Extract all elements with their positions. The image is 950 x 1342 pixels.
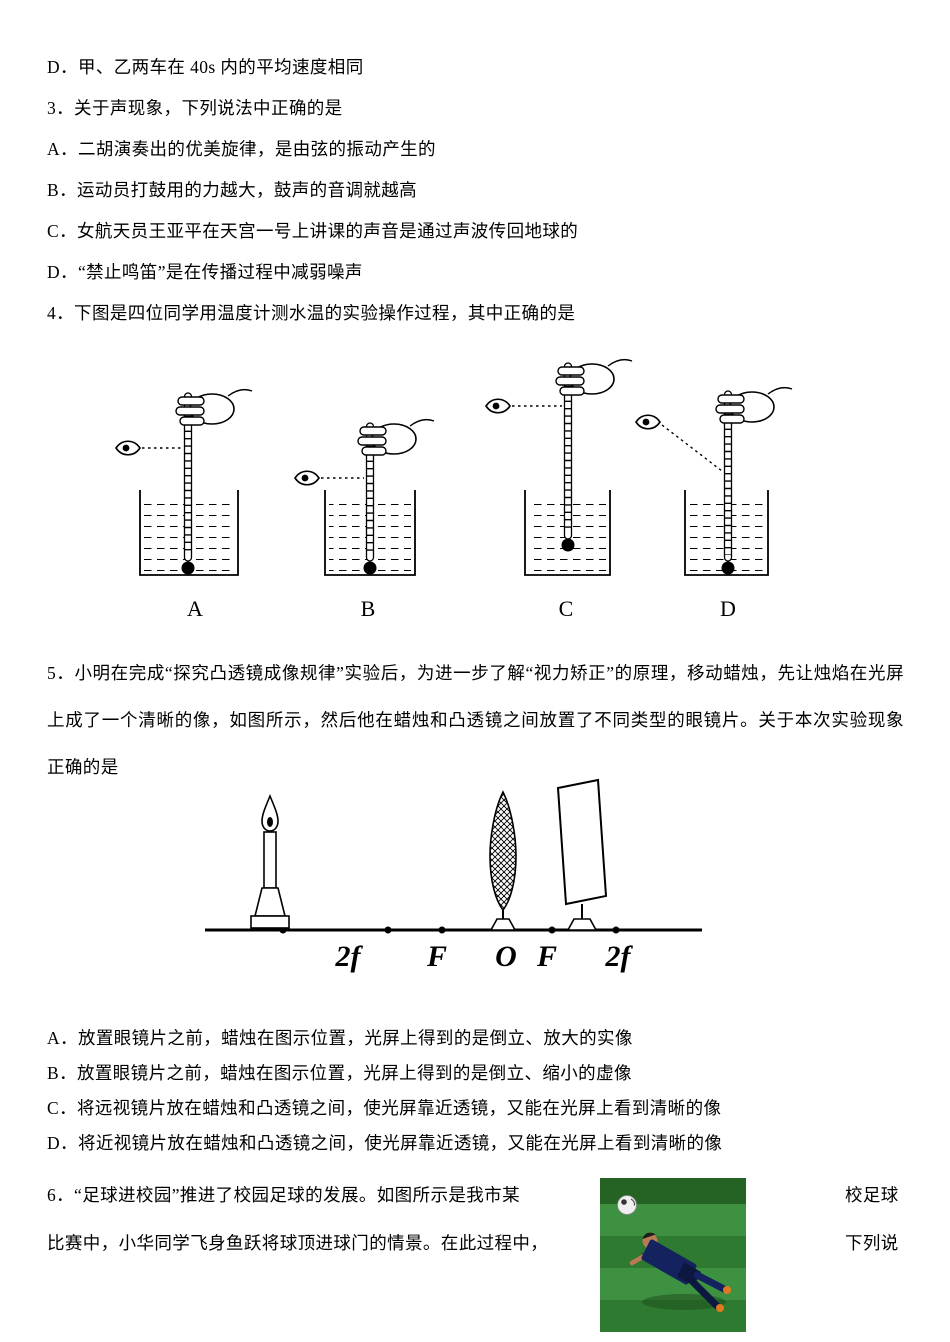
question5-option-c: C．将远视镜片放在蜡烛和凸透镜之间，使光屏靠近透镜，又能在光屏上看到清晰的像 — [47, 1098, 722, 1118]
player-leg — [689, 1278, 721, 1310]
soccer-ball-icon — [617, 1195, 637, 1215]
figure4-label-c: C — [558, 596, 574, 621]
thermometer-diagram-d — [635, 386, 793, 576]
question4-stem: 4．下图是四位同学用温度计测水温的实验操作过程，其中正确的是 — [47, 303, 576, 323]
thermometer-bulb — [561, 538, 575, 552]
player-leg — [693, 1271, 728, 1293]
question6-line2-left: 比赛中，小华同学飞身鱼跃将球顶进球门的情景。在此过程中， — [47, 1233, 549, 1253]
question2-option-d: D．甲、乙两车在 40s 内的平均速度相同 — [47, 57, 364, 77]
thermometer-bulb — [181, 561, 195, 575]
question5-stem: 5．小明在完成“探究凸透镜成像规律”实验后，为进一步了解“视力矫正”的原理，移动… — [47, 663, 904, 777]
thermometer-icon — [365, 422, 375, 562]
optical-bench-figure — [205, 778, 702, 934]
thermometer-diagram-a — [115, 388, 253, 576]
thermometer-experiment-figure — [115, 358, 793, 576]
figure4-label-d: D — [720, 596, 736, 621]
soccer-photo — [600, 1178, 746, 1332]
sight-line — [661, 424, 723, 472]
thermometer-diagram-c — [485, 358, 633, 576]
question3-option-c: C．女航天员王亚平在天宫一号上讲课的声音是通过声波传回地球的 — [47, 221, 579, 241]
axis-label-f-right: F — [536, 940, 558, 973]
axis-label-o: O — [495, 940, 517, 973]
beaker-icon — [684, 490, 769, 576]
question6-line1-left: 6．“足球进校园”推进了校园足球的发展。如图所示是我市某 — [47, 1185, 520, 1205]
player-boot — [716, 1304, 724, 1312]
thermometer-bulb — [363, 561, 377, 575]
question5-option-b: B．放置眼镜片之前，蜡烛在图示位置，光屏上得到的是倒立、缩小的虚像 — [47, 1063, 632, 1083]
axis-dot — [384, 926, 392, 934]
player-hair — [642, 1232, 656, 1239]
axis-label-f-left: F — [426, 940, 448, 973]
question5-option-d: D．将近视镜片放在蜡烛和凸透镜之间，使光屏靠近透镜，又能在光屏上看到清晰的像 — [47, 1133, 723, 1153]
eye-icon — [115, 440, 141, 456]
axis-dot — [612, 926, 620, 934]
axis-dot — [548, 926, 556, 934]
beaker-icon — [324, 490, 416, 576]
eye-icon — [635, 414, 661, 430]
eye-icon — [294, 470, 320, 486]
question5-option-a: A．放置眼镜片之前，蜡烛在图示位置，光屏上得到的是倒立、放大的实像 — [47, 1028, 633, 1048]
convex-lens-icon — [489, 790, 517, 931]
question3-stem: 3．关于声现象，下列说法中正确的是 — [47, 98, 343, 118]
beaker-icon — [524, 490, 611, 576]
question6-line2-right: 下列说 — [845, 1233, 899, 1253]
figure4-label-a: A — [187, 596, 203, 621]
question3-option-b: B．运动员打鼓用的力越大，鼓声的音调就越高 — [47, 180, 418, 200]
beaker-icon — [139, 490, 239, 576]
question3-option-d: D．“禁止鸣笛”是在传播过程中减弱噪声 — [47, 262, 363, 282]
thermometer-diagram-b — [294, 418, 435, 576]
figure4-label-b: B — [360, 596, 376, 621]
axis-dot — [438, 926, 446, 934]
diving-player — [629, 1232, 731, 1312]
axis-label-2f-right: 2f — [605, 940, 631, 973]
eye-icon — [485, 398, 511, 414]
question3-option-a: A．二胡演奏出的优美旋律，是由弦的振动产生的 — [47, 139, 436, 159]
candle-icon — [250, 793, 290, 929]
axis-label-2f-left: 2f — [335, 940, 361, 973]
light-screen-icon — [556, 778, 608, 931]
player-boot — [723, 1286, 731, 1294]
thermometer-bulb — [721, 561, 735, 575]
question6-line1-right: 校足球 — [845, 1185, 899, 1205]
thermometer-icon — [183, 392, 193, 562]
